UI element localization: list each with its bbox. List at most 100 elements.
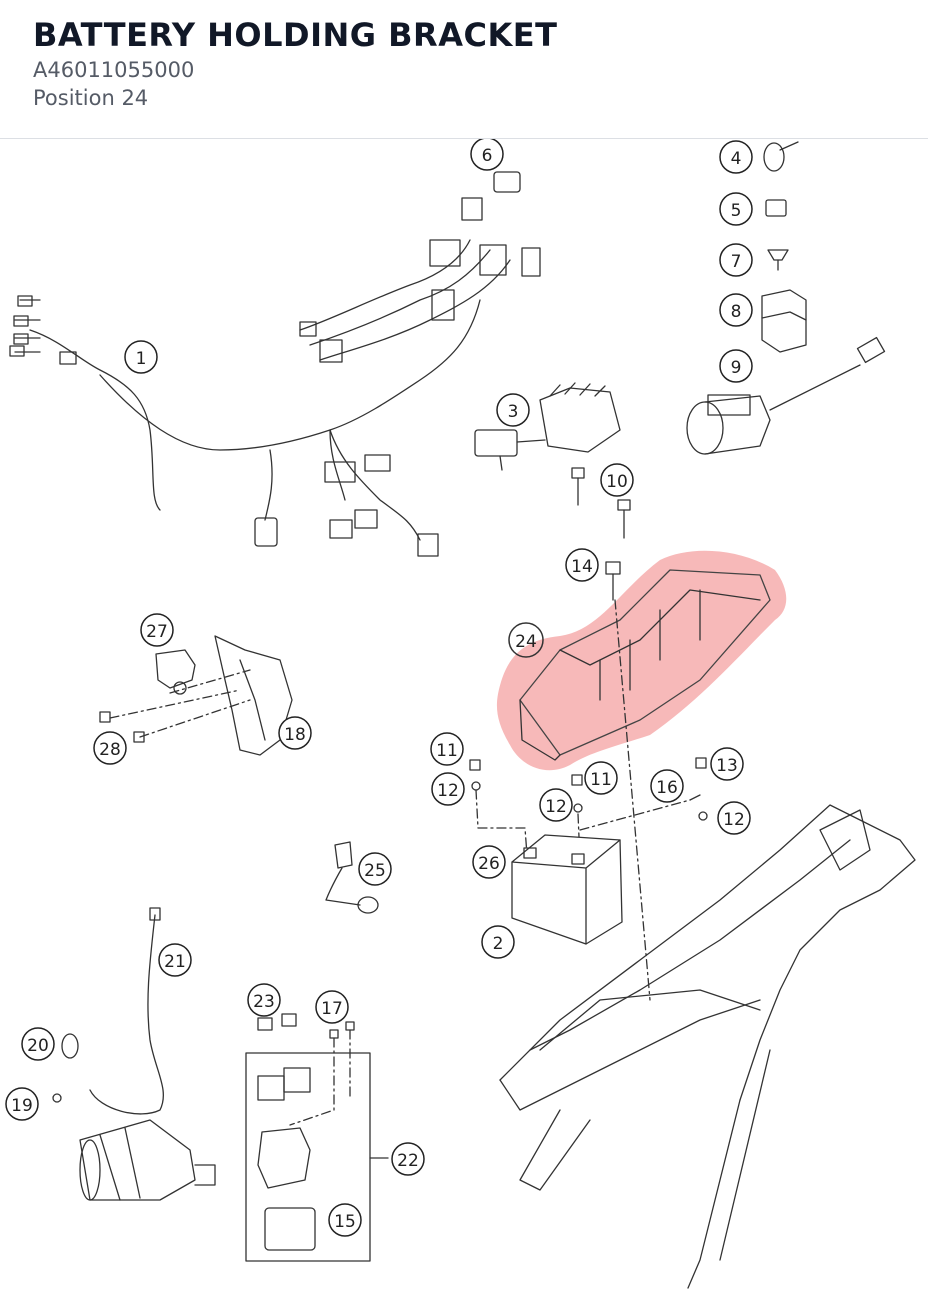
position-label: Position 24 — [33, 86, 149, 110]
screw-17 — [329, 1029, 339, 1039]
exploded-diagram: 1 2 3 4 5 6 7 8 9 10 11 11 12 12 12 12 1… — [0, 137, 928, 1290]
washer-12b — [573, 803, 583, 813]
callout-25[interactable]: 25 — [358, 852, 392, 886]
svg-text:16: 16 — [656, 778, 678, 798]
diagram-svg: 1 2 3 4 5 6 7 8 9 10 11 11 12 12 12 12 1… — [5, 137, 916, 1289]
svg-text:4: 4 — [731, 149, 742, 169]
relay-box-22 — [245, 1052, 371, 1262]
svg-text:11: 11 — [436, 741, 458, 761]
svg-text:18: 18 — [284, 725, 306, 745]
sensor-9 — [686, 336, 886, 455]
cable-25 — [325, 841, 379, 914]
callout-13[interactable]: 13 — [710, 747, 744, 781]
callout-20[interactable]: 20 — [21, 1027, 55, 1061]
callout-15[interactable]: 15 — [328, 1203, 362, 1237]
svg-text:5: 5 — [731, 201, 742, 221]
regulator-3 — [474, 382, 621, 471]
callout-26[interactable]: 26 — [472, 845, 506, 879]
callout-21[interactable]: 21 — [158, 943, 192, 977]
svg-text:10: 10 — [606, 472, 628, 492]
svg-text:23: 23 — [253, 992, 275, 1012]
callout-22[interactable]: 22 — [391, 1142, 425, 1176]
callout-3[interactable]: 3 — [496, 393, 530, 427]
callout-12[interactable]: 12 — [431, 772, 465, 806]
bolt-16 — [689, 794, 701, 801]
cable-tie-4 — [763, 141, 799, 172]
washer-12c — [698, 811, 708, 821]
clip-7 — [767, 249, 789, 271]
svg-text:19: 19 — [11, 1096, 33, 1116]
callout-11[interactable]: 11 — [430, 732, 464, 766]
svg-text:6: 6 — [482, 146, 493, 166]
callout-14[interactable]: 14 — [565, 548, 599, 582]
svg-text:7: 7 — [731, 252, 742, 272]
svg-text:28: 28 — [99, 740, 121, 760]
callout-5[interactable]: 5 — [719, 192, 753, 226]
battery-holding-bracket-highlight — [496, 550, 787, 771]
callout-18[interactable]: 18 — [278, 716, 312, 750]
callout-19[interactable]: 19 — [5, 1087, 39, 1121]
svg-text:12: 12 — [545, 797, 567, 817]
svg-text:24: 24 — [515, 632, 537, 652]
svg-text:25: 25 — [364, 861, 386, 881]
svg-text:3: 3 — [508, 402, 519, 422]
battery-2 — [511, 834, 623, 945]
wiring-harness — [9, 197, 541, 557]
svg-text:13: 13 — [716, 756, 738, 776]
callout-1[interactable]: 1 — [124, 340, 158, 374]
header: BATTERY HOLDING BRACKET A46011055000 Pos… — [0, 0, 928, 139]
washer-12 — [471, 781, 481, 791]
svg-text:2: 2 — [493, 934, 504, 954]
callout-6[interactable]: 6 — [470, 137, 504, 171]
svg-text:17: 17 — [321, 999, 343, 1019]
svg-text:11: 11 — [590, 770, 612, 790]
clip-5 — [765, 199, 787, 217]
fuse-23 — [257, 1017, 273, 1031]
nut-19 — [52, 1093, 62, 1103]
callout-10[interactable]: 10 — [600, 463, 634, 497]
svg-text:14: 14 — [571, 557, 593, 577]
callout-28[interactable]: 28 — [93, 731, 127, 765]
callout-11b[interactable]: 11 — [584, 761, 618, 795]
callout-8[interactable]: 8 — [719, 293, 753, 327]
bracket-18 — [214, 635, 293, 756]
screw-28 — [99, 711, 111, 723]
svg-text:8: 8 — [731, 302, 742, 322]
svg-text:12: 12 — [437, 781, 459, 801]
callout-4[interactable]: 4 — [719, 140, 753, 174]
svg-text:15: 15 — [334, 1212, 356, 1232]
svg-text:20: 20 — [27, 1036, 49, 1056]
callout-27[interactable]: 27 — [140, 613, 174, 647]
callout-2[interactable]: 2 — [481, 925, 515, 959]
clamp-20 — [61, 1033, 79, 1059]
bolt-14 — [605, 561, 621, 601]
callout-12b[interactable]: 12 — [539, 788, 573, 822]
svg-text:12: 12 — [723, 810, 745, 830]
cable-21 — [89, 914, 164, 1115]
svg-text:9: 9 — [731, 358, 742, 378]
connector-6 — [493, 171, 521, 193]
screw-11 — [469, 759, 481, 771]
part-number: A46011055000 — [33, 58, 195, 82]
callout-7[interactable]: 7 — [719, 243, 753, 277]
relay-15 — [257, 1127, 311, 1189]
svg-text:26: 26 — [478, 854, 500, 874]
callout-23[interactable]: 23 — [247, 983, 281, 1017]
callout-9[interactable]: 9 — [719, 349, 753, 383]
callouts: 1 2 3 4 5 6 7 8 9 10 11 11 12 12 12 12 1… — [5, 137, 753, 1237]
screw-11b — [571, 774, 583, 786]
frame — [499, 804, 916, 1289]
svg-text:27: 27 — [146, 622, 168, 642]
svg-text:21: 21 — [164, 952, 186, 972]
screw-13 — [695, 757, 707, 769]
starter-motor — [79, 1119, 216, 1201]
callout-12c[interactable]: 12 — [717, 801, 751, 835]
callout-17[interactable]: 17 — [315, 990, 349, 1024]
svg-text:1: 1 — [136, 349, 147, 369]
svg-text:22: 22 — [397, 1151, 419, 1171]
plug-27 — [155, 649, 196, 695]
callout-24[interactable]: 24 — [508, 622, 544, 658]
callout-16[interactable]: 16 — [650, 769, 684, 803]
part-title: BATTERY HOLDING BRACKET — [33, 16, 558, 54]
bolts-10 — [571, 467, 631, 539]
